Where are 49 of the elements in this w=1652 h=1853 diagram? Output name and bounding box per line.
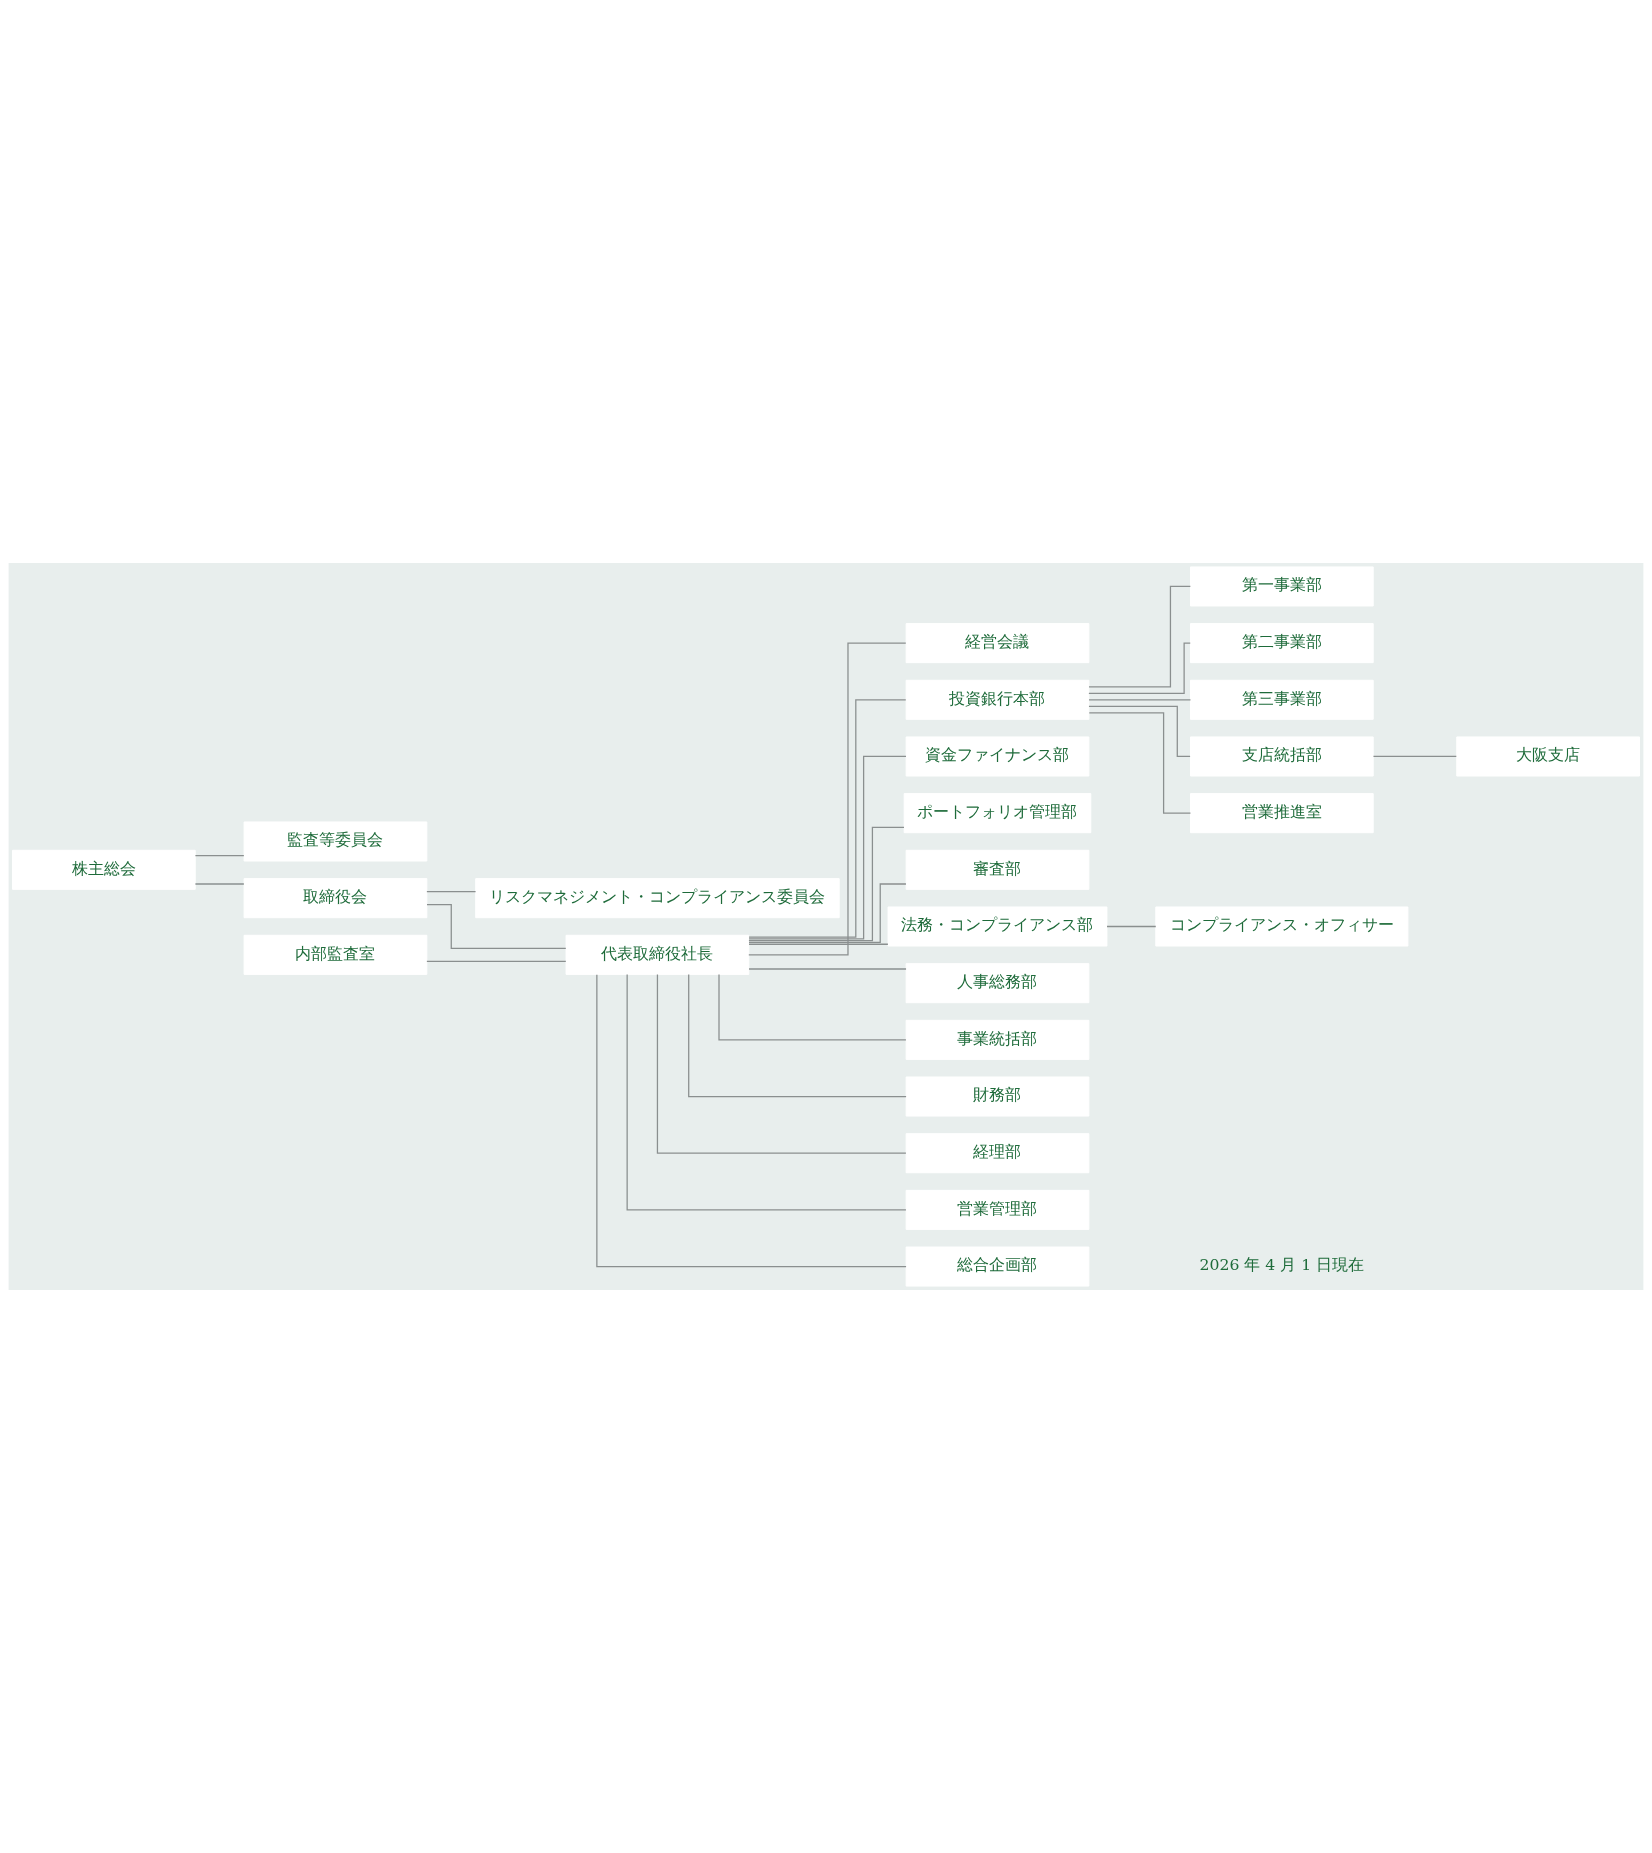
node-box: 監査等委員会 [243, 821, 428, 862]
node-box: 営業管理部 [905, 1189, 1090, 1230]
connector [1088, 642, 1191, 694]
label: 2026 年 4 月 1 日現在 [1199, 1255, 1365, 1275]
node-box: 資金ファイナンス部 [905, 736, 1090, 777]
connector [194, 855, 245, 857]
node-box: 人事総務部 [905, 963, 1090, 1004]
node-box: ポートフォリオ管理部 [903, 793, 1092, 834]
node-box: リスクマネジメント・コンプライアンス委員会 [475, 878, 840, 919]
connector [1088, 712, 1192, 814]
node-box: 投資銀行本部 [905, 679, 1090, 720]
node-box: 大阪支店 [1456, 736, 1640, 777]
connector [748, 883, 907, 944]
connector [688, 973, 907, 1098]
connector [1088, 699, 1192, 701]
node-box: 法務・コンプライアンス部 [887, 906, 1108, 947]
node-box: 第二事業部 [1190, 623, 1374, 664]
connector [426, 891, 477, 893]
connector [748, 755, 907, 940]
connector [748, 642, 907, 956]
node-box: 株主総会 [12, 849, 196, 890]
node-box: 内部監査室 [243, 934, 428, 975]
connector [1088, 705, 1191, 758]
connector [194, 883, 245, 885]
connector [426, 960, 567, 962]
node-box: 支店統括部 [1190, 736, 1374, 777]
connector [718, 973, 907, 1041]
connector [626, 973, 907, 1211]
connector [1372, 755, 1457, 758]
node-box: 財務部 [905, 1076, 1090, 1117]
node-box: コンプライアンス・オフィサー [1155, 906, 1409, 947]
node-box: 代表取締役社長 [565, 934, 750, 975]
node-box: 営業推進室 [1190, 793, 1374, 834]
connector [1106, 925, 1157, 928]
connector [426, 904, 567, 949]
connector [748, 699, 907, 938]
connector [656, 973, 907, 1154]
node-box: 事業統括部 [905, 1019, 1090, 1060]
node-box: 第一事業部 [1190, 566, 1374, 607]
connector [748, 968, 907, 970]
connector [748, 826, 905, 942]
node-box: 取締役会 [243, 878, 428, 919]
node-box: 審査部 [905, 849, 1090, 890]
connector [596, 974, 907, 1268]
connector [748, 943, 889, 945]
node-box: 総合企画部 [905, 1246, 1090, 1287]
node-box: 経営会議 [905, 623, 1090, 664]
node-box: 経理部 [905, 1133, 1090, 1174]
node-box: 第三事業部 [1190, 679, 1374, 720]
